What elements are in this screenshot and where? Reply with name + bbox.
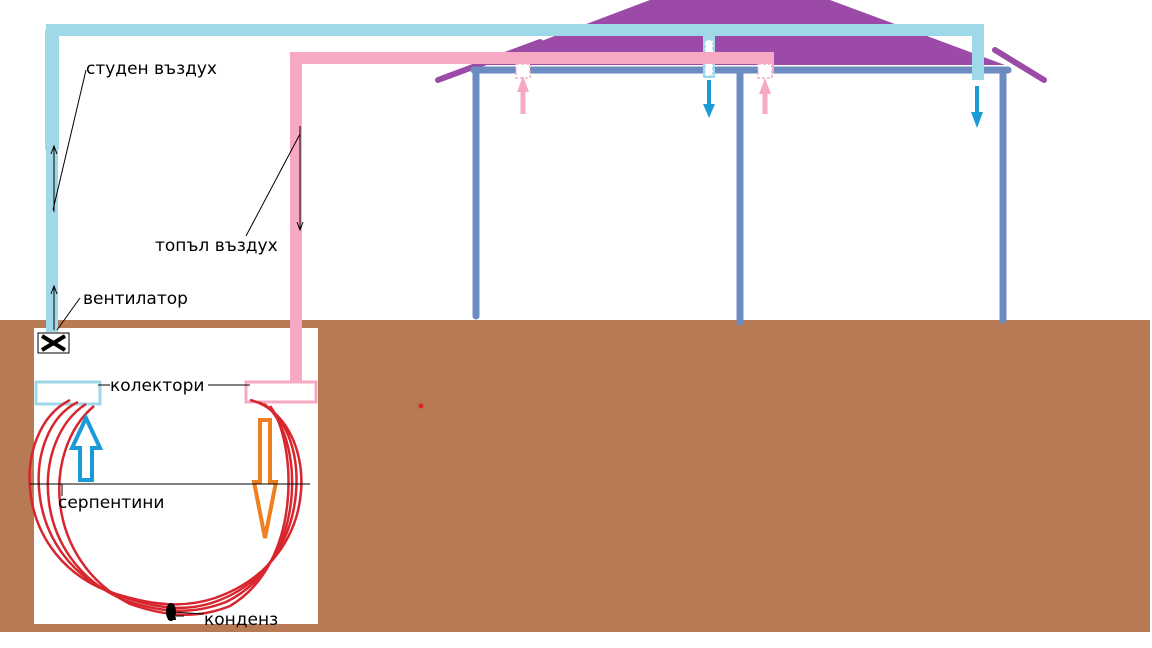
label-warm-air: топъл въздух	[155, 236, 278, 256]
cold-return-arrow	[703, 80, 715, 118]
red-marker-dot	[418, 403, 424, 409]
warm-supply-arrow	[759, 78, 771, 114]
label-collectors: колектори	[110, 376, 204, 396]
pipe-flow-arrows	[50, 126, 304, 330]
label-coils: серпентини	[58, 493, 164, 513]
collectors	[34, 380, 318, 406]
label-cold-air: студен въздух	[86, 59, 217, 79]
warm-air-down-arrow	[251, 418, 279, 539]
excavation-pit	[34, 328, 318, 624]
room-vent-arrows	[517, 76, 983, 128]
fan-cross-icon	[37, 332, 70, 354]
label-fan: вентилатор	[83, 289, 188, 309]
cold-collector	[34, 380, 102, 406]
house-frame	[470, 66, 1012, 326]
warm-collector	[244, 380, 318, 404]
cold-air-up-arrow	[68, 413, 104, 482]
label-condensate: конденз	[204, 610, 278, 630]
leader-lines	[30, 69, 310, 615]
warm-air-pipe	[290, 52, 774, 385]
warm-supply-arrow	[517, 76, 529, 114]
cold-return-arrow	[971, 86, 983, 128]
